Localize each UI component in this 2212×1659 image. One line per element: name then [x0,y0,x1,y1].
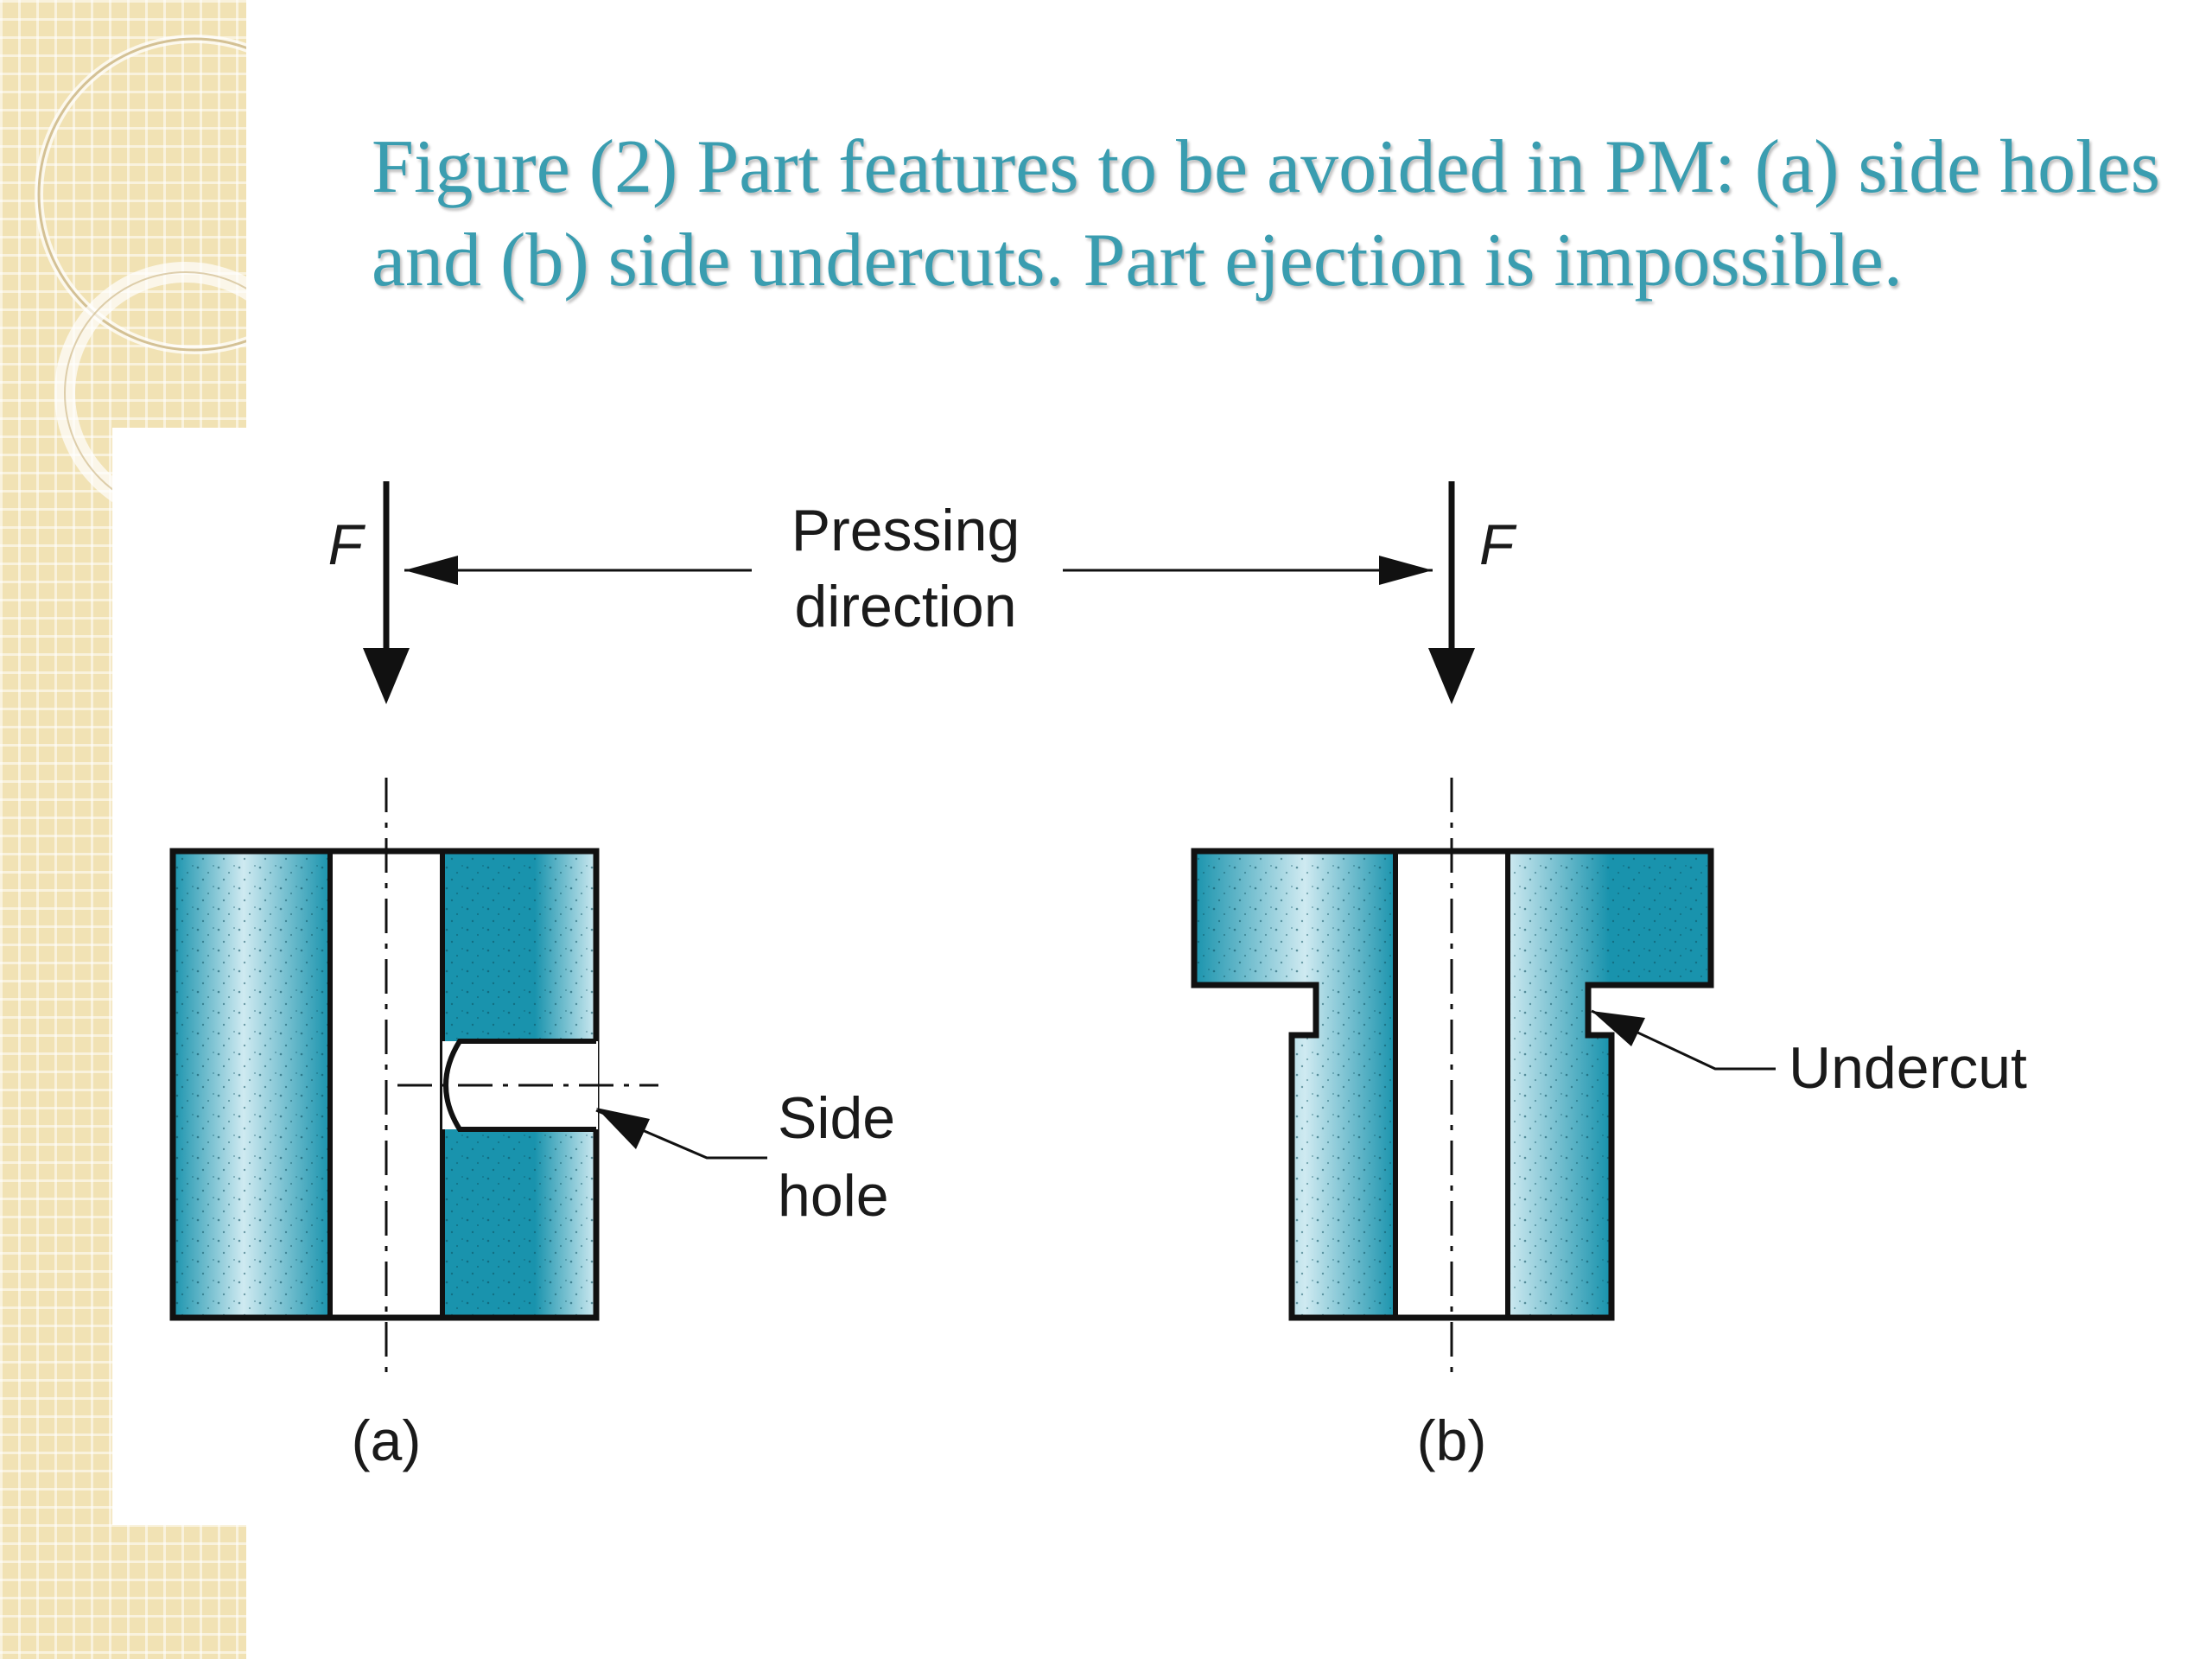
force-arrowhead-a [363,648,410,704]
force-label-b: F [1479,512,1517,576]
part-b-diagram: F Undercut (b) [1191,481,2027,1472]
pressing-label-line2: direction [794,574,1016,639]
figure-panel: F Side hole (a) Pressing direction [112,428,2212,1525]
slide-title: Figure (2) Part features to be avoided i… [372,125,2160,302]
side-hole-label-line1: Side [778,1085,895,1151]
caption-a: (a) [352,1408,422,1472]
side-hole-label-line2: hole [778,1163,889,1229]
force-arrowhead-b [1428,648,1475,704]
pressing-label-line1: Pressing [791,498,1020,563]
caption-b: (b) [1417,1408,1487,1472]
figure-diagram: F Side hole (a) Pressing direction [169,481,2027,1472]
part-a-diagram: F Side hole (a) [169,481,895,1472]
force-label-a: F [328,512,366,576]
pressing-direction-callout: Pressing direction [404,498,1433,639]
undercut-label: Undercut [1789,1035,2027,1101]
part-b-outline [1191,848,1714,1321]
